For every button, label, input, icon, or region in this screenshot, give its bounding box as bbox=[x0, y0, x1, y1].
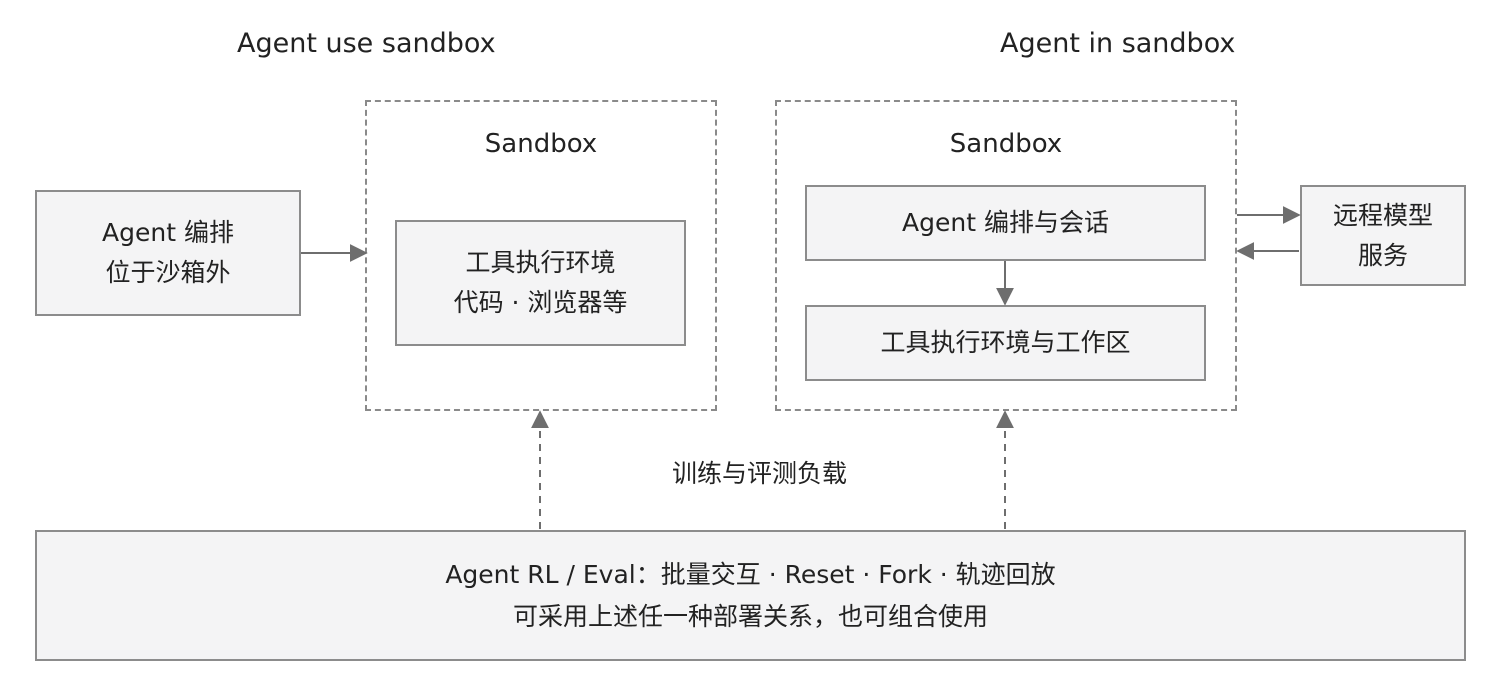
tool-env-line2: 代码 · 浏览器等 bbox=[453, 288, 628, 317]
remote-model-box: 远程模型 服务 bbox=[1300, 185, 1466, 286]
agent-outside-line2: 位于沙箱外 bbox=[105, 258, 231, 287]
right-sandbox-frame bbox=[775, 100, 1237, 411]
rl-eval-line1: Agent RL / Eval：批量交互 · Reset · Fork · 轨迹… bbox=[445, 560, 1056, 590]
rl-eval-box: Agent RL / Eval：批量交互 · Reset · Fork · 轨迹… bbox=[35, 530, 1466, 661]
remote-model-line2: 服务 bbox=[1357, 240, 1408, 270]
tool-env-box: 工具执行环境 代码 · 浏览器等 bbox=[395, 220, 686, 346]
tool-workspace-box: 工具执行环境与工作区 bbox=[805, 305, 1206, 381]
workload-label: 训练与评测负载 bbox=[672, 459, 848, 488]
tool-workspace-label: 工具执行环境与工作区 bbox=[880, 328, 1131, 357]
agent-outside-sandbox-box: Agent 编排 位于沙箱外 bbox=[35, 190, 301, 316]
agent-outside-line1: Agent 编排 bbox=[102, 218, 234, 247]
agent-session-label: Agent 编排与会话 bbox=[902, 208, 1109, 237]
title-agent-in-sandbox: Agent in sandbox bbox=[1000, 28, 1236, 59]
title-agent-use-sandbox: Agent use sandbox bbox=[237, 28, 496, 59]
rl-eval-line2: 可采用上述任一种部署关系，也可组合使用 bbox=[512, 601, 988, 631]
agent-session-box: Agent 编排与会话 bbox=[805, 185, 1206, 261]
right-sandbox-label: Sandbox bbox=[949, 129, 1063, 159]
remote-model-line1: 远程模型 bbox=[1332, 200, 1433, 230]
left-sandbox-label: Sandbox bbox=[484, 129, 598, 159]
tool-env-line1: 工具执行环境 bbox=[465, 248, 616, 277]
